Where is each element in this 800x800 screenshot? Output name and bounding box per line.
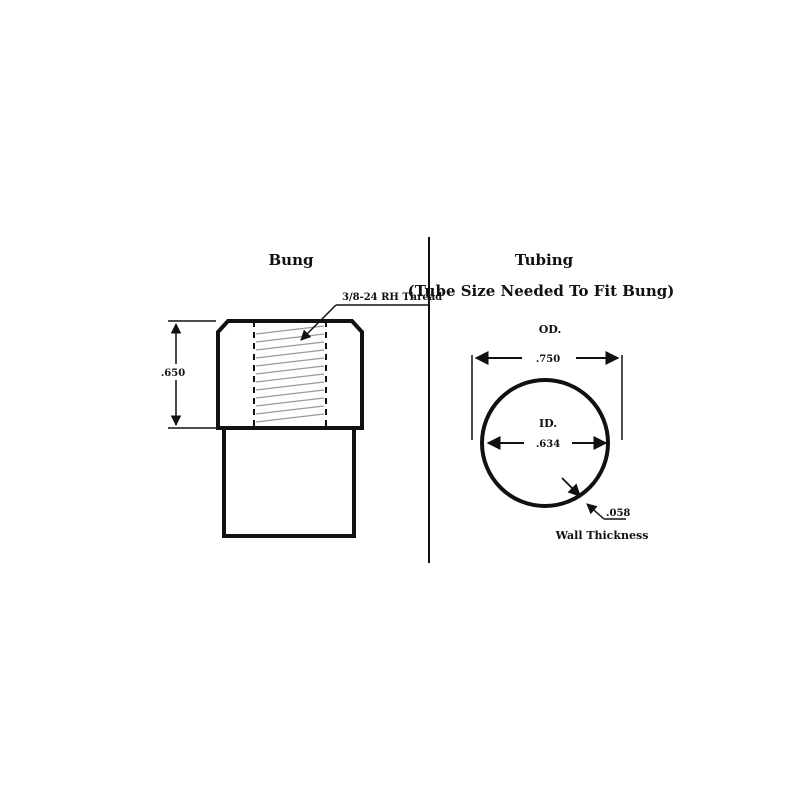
od-value: .750: [536, 354, 560, 365]
thread-hatch: [255, 325, 325, 423]
thread-label: 3/8-24 RH Thread: [342, 292, 442, 303]
tubing-title: Tubing: [515, 251, 574, 269]
wall-arrow-inner: [561, 477, 581, 497]
height-dim-gap: [158, 364, 188, 380]
id-value: .634: [536, 439, 560, 450]
bung-shank-outline: [222, 426, 356, 538]
wall-value: .058: [606, 508, 630, 519]
od-label: OD.: [539, 323, 562, 336]
thread-leader-arrow: [300, 304, 337, 341]
bung-title: Bung: [269, 251, 314, 269]
tubing-subtitle: (Tube Size Needed To Fit Bung): [408, 282, 675, 300]
id-label: ID.: [539, 417, 557, 430]
bung-head-outline: [216, 319, 364, 430]
wall-leader: [586, 503, 605, 520]
height-dim-value: .650: [161, 368, 185, 379]
wall-thickness-label: Wall Thickness: [555, 529, 649, 542]
tube-cross-section: [480, 378, 610, 508]
